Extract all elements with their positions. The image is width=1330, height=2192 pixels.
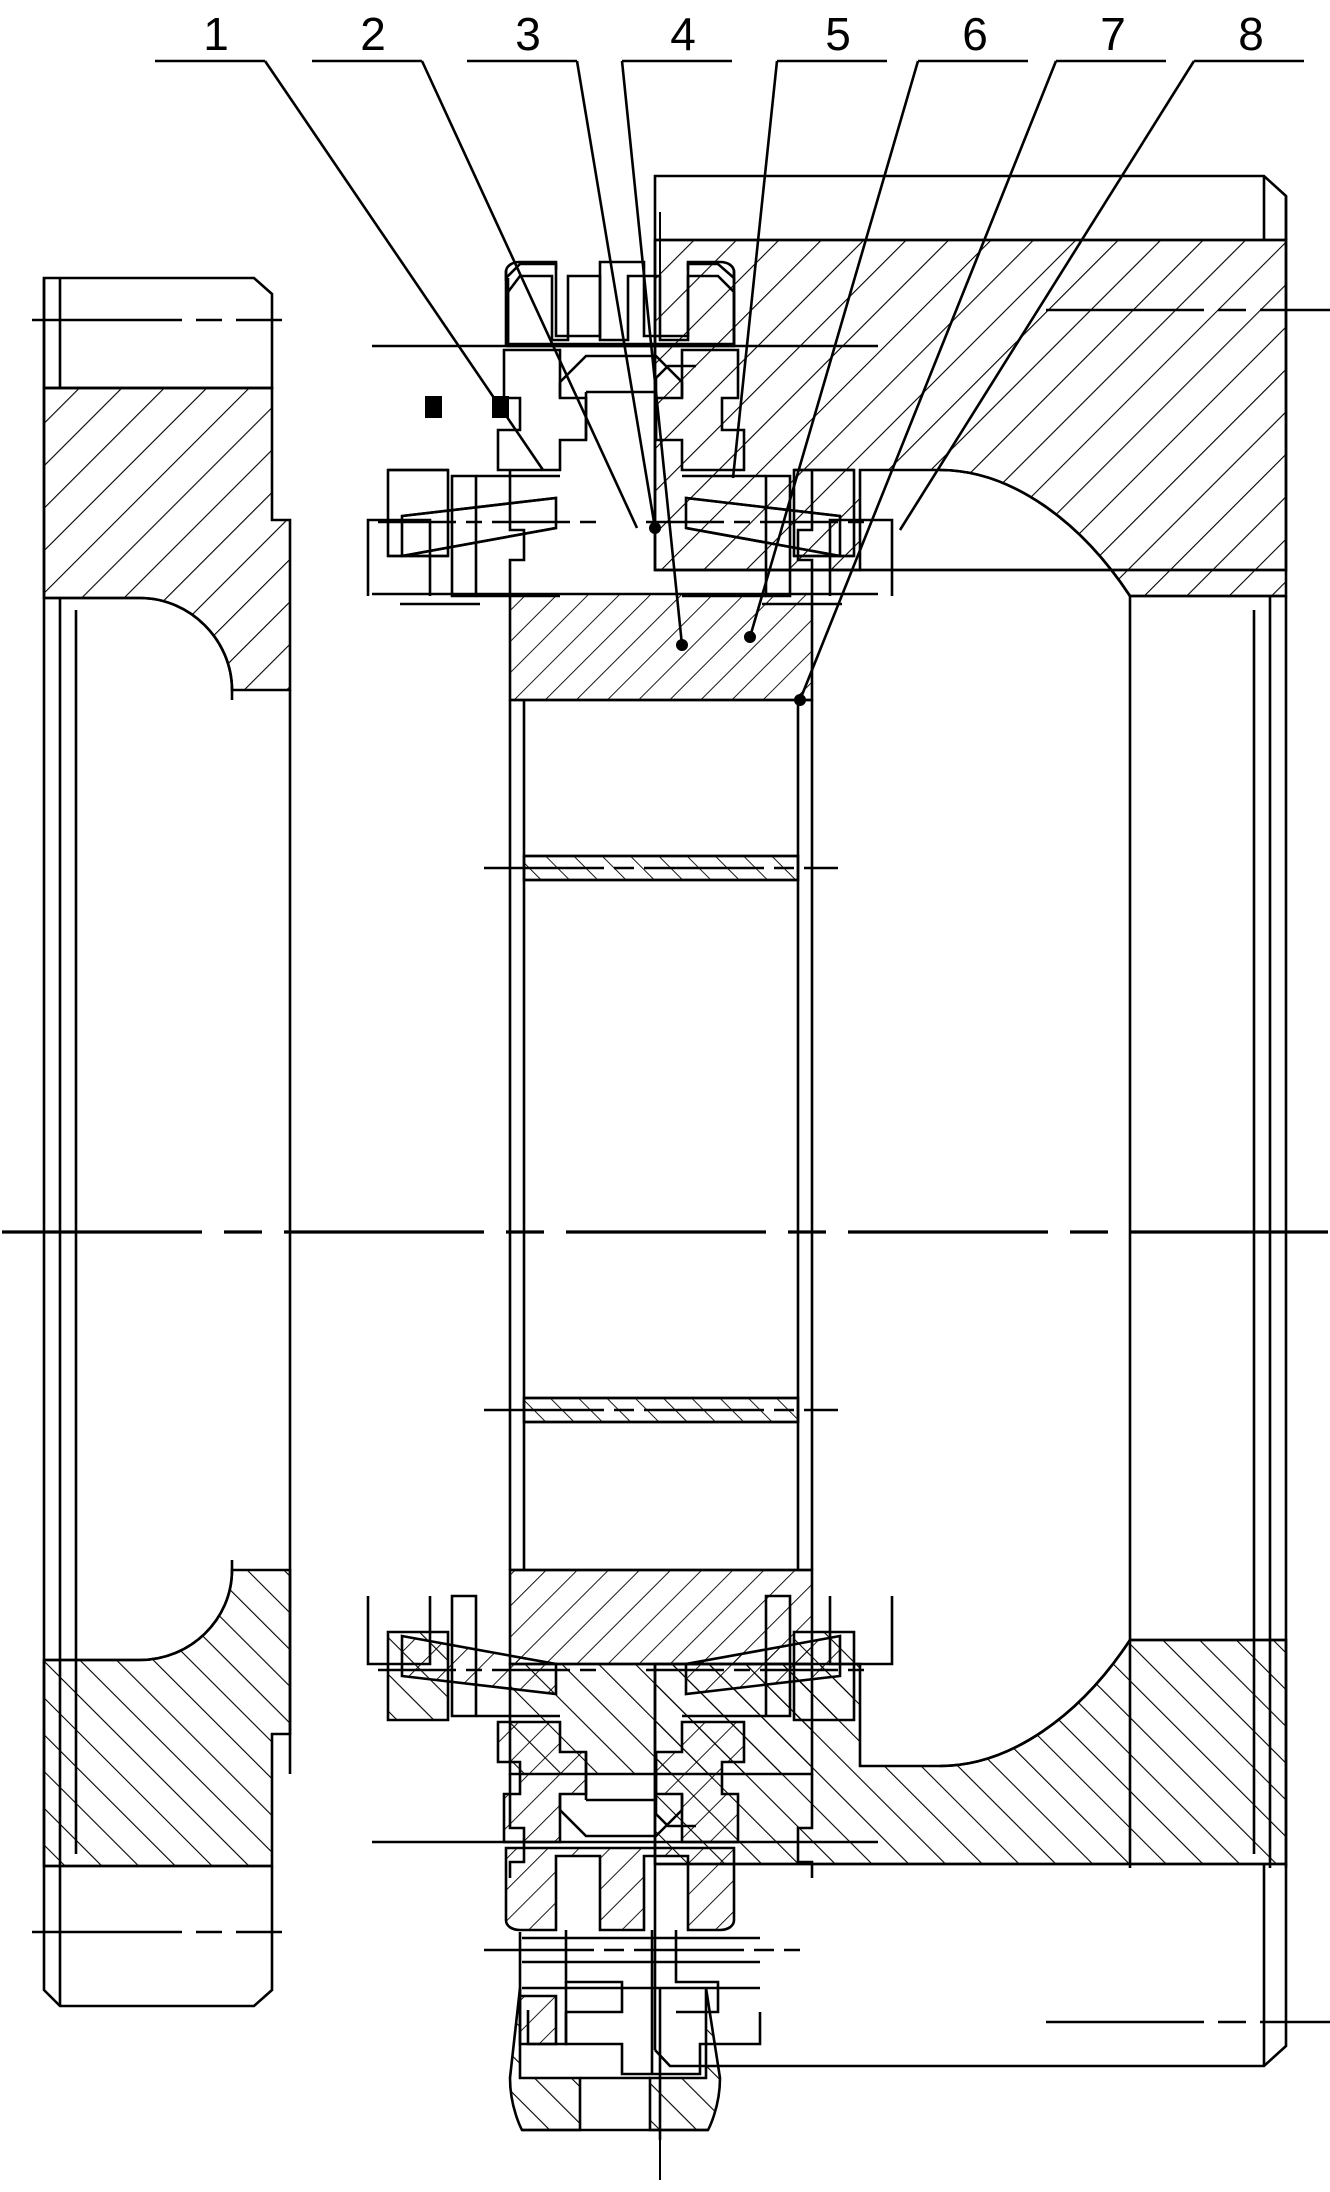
left-hub-outer-lower	[32, 1560, 292, 2008]
callout-number-5: 5	[825, 8, 851, 60]
callout-number-4: 4	[670, 8, 696, 60]
callout-number-1: 1	[203, 8, 229, 60]
callout-1	[155, 59, 545, 471]
callout-dot-7	[794, 694, 806, 706]
callout-number-7: 7	[1100, 8, 1126, 60]
callout-dot-4	[676, 639, 688, 651]
part-bearing-left-upper	[378, 468, 596, 606]
callout-number-3: 3	[515, 8, 541, 60]
callout-6	[744, 59, 1028, 643]
callout-leader-5	[731, 60, 779, 479]
callout-8	[898, 59, 1304, 531]
lower-mounting-boss	[484, 1932, 800, 2176]
callout-leader-8	[898, 60, 1196, 531]
right-hub-bore-wall	[1128, 596, 1288, 1232]
callout-leader-7	[798, 60, 1058, 701]
seal-block-left	[425, 396, 442, 418]
lower-seal-bearing-assembly	[366, 1568, 894, 2076]
callout-2	[312, 59, 639, 529]
callout-4	[620, 59, 732, 651]
callout-number-layer: 1 2 3 4 5 6 7 8	[203, 8, 1264, 60]
callout-leader-6	[748, 60, 920, 638]
callout-5	[731, 59, 887, 479]
part-1-slot-cover	[504, 260, 736, 346]
left-hub-bore-wall	[42, 598, 292, 1232]
left-hub-outer-upper	[32, 276, 292, 700]
part-1-sealing-cover	[372, 274, 878, 348]
callout-3	[467, 59, 661, 534]
callout-number-8: 8	[1238, 8, 1264, 60]
callout-7	[794, 59, 1166, 706]
callout-leader-3	[575, 60, 657, 529]
callout-leader-1	[263, 60, 545, 471]
central-bore	[484, 698, 838, 1572]
callout-number-2: 2	[360, 8, 386, 60]
callout-leader-2	[420, 60, 639, 529]
callout-dot-3	[649, 522, 661, 534]
part-central-seal-housing	[496, 348, 746, 472]
callout-leader-layer	[155, 59, 1304, 706]
callout-number-6: 6	[962, 8, 988, 60]
callout-leader-4	[620, 60, 684, 646]
callout-dot-6	[744, 631, 756, 643]
right-hub-outer-upper	[653, 174, 1330, 598]
